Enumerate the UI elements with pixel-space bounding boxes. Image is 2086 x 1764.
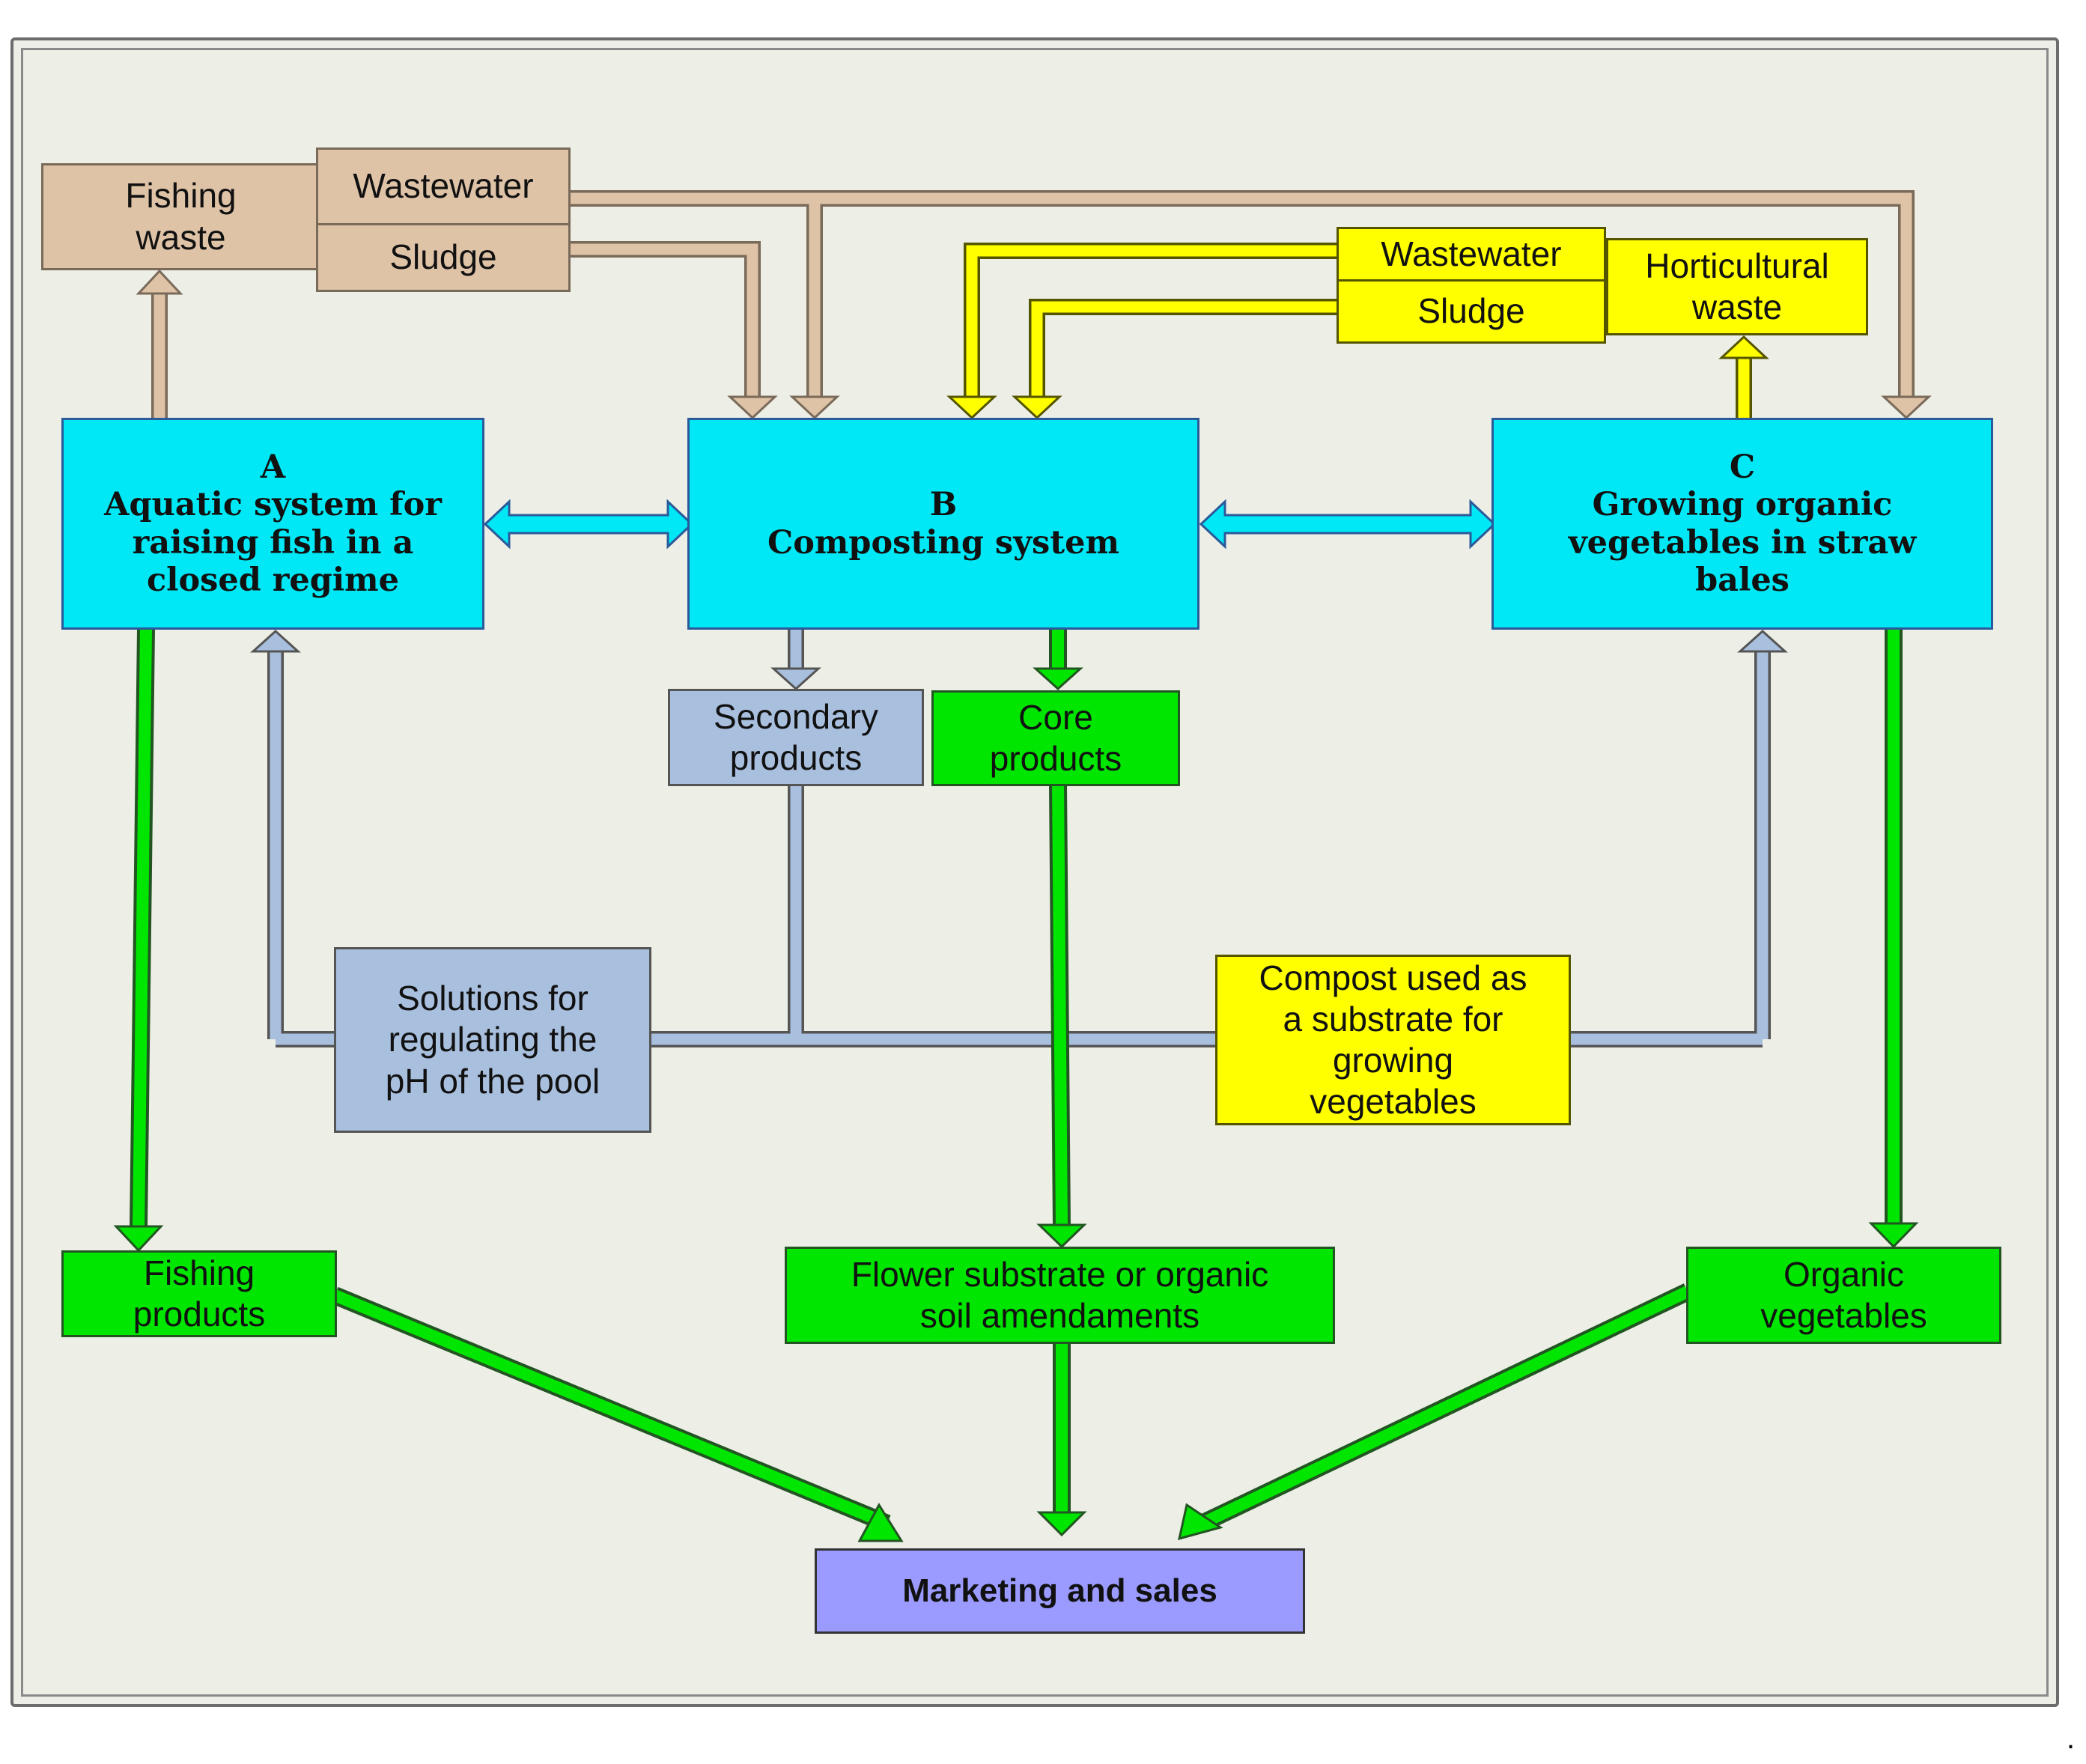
core-products-box: Core products [931,690,1180,786]
horticultural-waste-box: Horticultural waste [1606,238,1868,335]
aquatic-sludge-label: Sludge [389,237,497,277]
system-b-label: Composting system [767,523,1119,562]
fishing-products-label: Fishing products [133,1253,266,1333]
marketing-sales-box: Marketing and sales [815,1548,1305,1634]
green-arrowhead [857,1503,904,1542]
horticulture-sludge-box: Sludge [1337,279,1606,344]
tan-arrowhead [1881,395,1932,420]
secondary-products-label: Secondary products [714,696,878,777]
slate-arrowhead [770,667,821,691]
tan-sludge-fill [569,243,758,401]
compost-substrate-box: Compost used as a substrate for growing … [1215,955,1571,1125]
yellow-wastewater-line [964,243,1340,401]
green-arrowhead [113,1225,164,1253]
horticulture-wastewater-label: Wastewater [1381,234,1562,273]
aquatic-wastewater-label: Wastewater [353,166,534,206]
tan-arrowhead [727,395,778,420]
green-flow-lines [130,628,1903,1533]
cyan-double-arrow-b-c [1199,499,1497,550]
flower-substrate-label: Flower substrate or organic soil amendam… [851,1254,1269,1335]
organic-vegetables-box: Organic vegetables [1686,1247,2001,1344]
green-arrowhead [1033,667,1083,691]
system-b-letter: B [929,486,958,524]
green-arrowhead [1036,1511,1087,1537]
yellow-arrowhead [946,395,997,420]
diagram-inner-border [21,48,2049,1697]
green-arrowhead [1177,1503,1223,1541]
system-a-box: A Aquatic system for raising fish in a c… [61,418,484,630]
green-arrowhead [1036,1223,1087,1249]
fishing-waste-label: Fishing waste [125,176,237,257]
tan-arrowhead [136,269,183,295]
secondary-products-box: Secondary products [668,689,924,786]
aquatic-wastewater-box: Wastewater [316,147,571,225]
marketing-sales-label: Marketing and sales [902,1572,1217,1609]
compost-substrate-label: Compost used as a substrate for growing … [1259,958,1527,1122]
system-a-label: Aquatic system for raising fish in a clo… [104,486,442,599]
horticulture-sludge-label: Sludge [1417,291,1525,331]
core-products-label: Core products [989,697,1122,778]
yellow-wastewater-fill [966,245,1340,401]
system-a-letter: A [260,448,286,486]
system-c-label: Growing organic vegetables in straw bale… [1568,486,1917,599]
horticulture-wastewater-box: Wastewater [1337,227,1606,282]
system-c-box: C Growing organic vegetables in straw ba… [1491,418,1993,630]
trailing-mark: . [2067,1722,2076,1755]
green-arrowhead [1868,1222,1919,1249]
tan-wastewater-fill [569,192,1912,401]
cyan-double-arrow-a-b [483,499,694,550]
yellow-sludge-line [1029,299,1340,401]
fishing-products-box: Fishing products [61,1250,337,1337]
horticultural-waste-label: Horticultural waste [1645,246,1829,326]
fishing-waste-box: Fishing waste [41,163,320,270]
tan-arrowhead [789,395,840,420]
slate-arrowhead [250,629,301,653]
slate-distribution-fill [270,651,1769,1045]
yellow-arrowhead [1012,395,1062,420]
flower-substrate-box: Flower substrate or organic soil amendam… [785,1247,1335,1344]
ph-solutions-box: Solutions for regulating the pH of the p… [334,947,651,1133]
yellow-sludge-fill [1031,301,1340,401]
ph-solutions-label: Solutions for regulating the pH of the p… [385,979,600,1101]
system-b-box: B Composting system [687,418,1199,630]
organic-vegetables-label: Organic vegetables [1760,1254,1927,1335]
yellow-arrowhead [1718,335,1769,359]
system-c-letter: C [1729,448,1756,486]
tan-sludge-line [569,241,761,401]
slate-arrowhead [1737,629,1788,653]
aquatic-sludge-box: Sludge [316,223,571,292]
